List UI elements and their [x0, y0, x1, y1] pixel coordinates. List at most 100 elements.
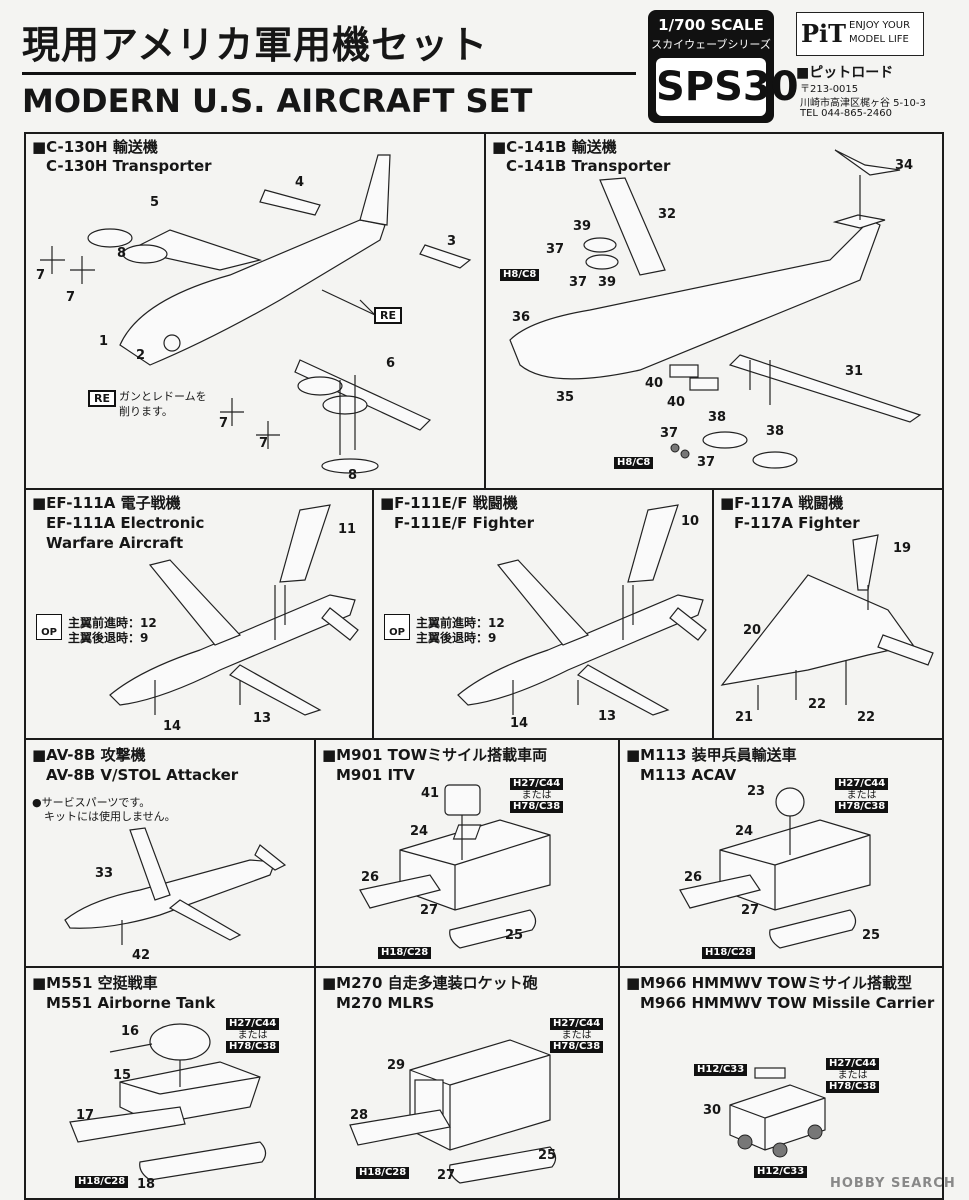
- f117-title-jp: ■F-117A 戦闘機: [720, 494, 844, 512]
- c141-paint-a-tag: H8/C8: [500, 269, 540, 281]
- frame-m966: [618, 966, 944, 1200]
- m270-part-25: 25: [538, 1148, 557, 1163]
- brand-logo-box: PiT ENJOY YOUR MODEL LIFE: [796, 12, 924, 56]
- c141-part-39a: 39: [573, 219, 592, 234]
- m901-paint-a: H27/C44: [510, 778, 564, 790]
- av8b-part-33: 33: [95, 866, 114, 881]
- c130-part-8a: 8: [117, 246, 127, 261]
- m270-drawing: [349, 1039, 557, 1184]
- f117-part-21: 21: [735, 710, 754, 725]
- title-en: MODERN U.S. AIRCRAFT SET: [22, 82, 533, 120]
- m113-title-jp: ■M113 装甲兵員輸送車: [626, 746, 797, 764]
- m270-paint-main: H27/C44 または H78/C38: [550, 1018, 604, 1053]
- f111-wing-back: 主翼後退時：9: [416, 631, 497, 645]
- m113-drawing: [679, 787, 871, 949]
- m966-drawing: [729, 1067, 826, 1158]
- m270-part-29: 29: [387, 1058, 406, 1073]
- series-text: スカイウェーブシリーズ: [651, 38, 771, 51]
- ef111-drawing: [109, 504, 359, 716]
- code-box: SPS30: [656, 58, 799, 116]
- c130-part-3: 3: [447, 234, 457, 249]
- c141-part-40b: 40: [667, 395, 686, 410]
- f111-op-badge: OP: [384, 614, 410, 640]
- title-jp: 現用アメリカ軍用機セット: [22, 23, 489, 67]
- m966-paint-a: H27/C44: [826, 1058, 880, 1070]
- m901-paint-c: H18/C28: [378, 947, 432, 959]
- m270-title-jp: ■M270 自走多連装ロケット砲: [322, 974, 538, 992]
- m270-paint-or: または: [561, 1029, 592, 1041]
- c130-part-7a: 7: [36, 268, 46, 283]
- m551-part-16: 16: [121, 1024, 140, 1039]
- m551-paint-a: H27/C44: [226, 1018, 280, 1030]
- c141-paint-b-tag: H8/C8: [614, 457, 654, 469]
- c130-part-1: 1: [99, 334, 109, 349]
- m551-paint-c: H18/C28: [75, 1176, 129, 1188]
- m966-paint-b: H78/C38: [826, 1081, 880, 1093]
- m551-part-18: 18: [137, 1177, 156, 1192]
- c130-re-mark-left: RE: [88, 390, 116, 407]
- m270-paint-a: H27/C44: [550, 1018, 604, 1030]
- m901-paint-or: または: [521, 789, 552, 801]
- c130-re-note-2: 削ります。: [119, 405, 173, 418]
- m113-paint-track: H18/C28: [702, 947, 756, 959]
- av8b-note-1: ●サービスパーツです。: [32, 796, 151, 809]
- m901-paint-track: H18/C28: [378, 947, 432, 959]
- m113-paint-b: H78/C38: [835, 801, 889, 813]
- ef111-title-en-1: EF-111A Electronic: [46, 514, 205, 532]
- c130-re-note-1: ガンとレドームを: [119, 390, 207, 403]
- c141-part-37b: 37: [569, 275, 588, 290]
- f117-part-22a: 22: [808, 697, 827, 712]
- c141-part-39b: 39: [598, 275, 617, 290]
- f111-title-en: F-111E/F Fighter: [394, 514, 535, 532]
- title-rule: [22, 72, 636, 75]
- c130-drawing: [40, 154, 472, 474]
- c141-drawing: [509, 149, 922, 469]
- m113-part-27: 27: [741, 903, 760, 918]
- av8b-note-2: キットには使用しません。: [44, 810, 176, 823]
- m901-part-24: 24: [410, 824, 429, 839]
- address: 川崎市高津区梶ヶ谷 5-10-3: [800, 98, 926, 109]
- c141-part-37d: 37: [697, 455, 716, 470]
- av8b-title-jp: ■AV-8B 攻撃機: [32, 746, 146, 764]
- f111-drawing: [457, 504, 707, 716]
- f111-wing-forward: 主翼前進時：12: [416, 616, 505, 630]
- f111-part-10: 10: [681, 514, 700, 529]
- watermark: HOBBY SEARCH: [830, 1176, 956, 1191]
- m551-part-15: 15: [113, 1068, 132, 1083]
- av8b-drawing: [64, 827, 287, 945]
- c130-part-2: 2: [136, 348, 146, 363]
- m966-paint-or: または: [837, 1069, 868, 1081]
- m551-drawing: [69, 1023, 267, 1181]
- m270-paint-c: H18/C28: [356, 1167, 410, 1179]
- m270-part-27: 27: [437, 1168, 456, 1183]
- ef111-part-11: 11: [338, 522, 357, 537]
- m551-paint-or: または: [237, 1029, 268, 1041]
- m966-paint-main: H27/C44 または H78/C38: [826, 1058, 880, 1093]
- m551-paint-track: H18/C28: [75, 1176, 129, 1188]
- m901-title-en: M901 ITV: [336, 766, 415, 784]
- m113-part-25: 25: [862, 928, 881, 943]
- c130-part-4: 4: [295, 175, 305, 190]
- ef111-title-en-2: Warfare Aircraft: [46, 534, 184, 552]
- m966-title-en: M966 HMMWV TOW Missile Carrier: [640, 994, 935, 1012]
- c130-re-mark-right: RE: [374, 307, 402, 324]
- m966-paint-c: H12/C33: [694, 1064, 748, 1076]
- ef111-part-14: 14: [163, 719, 182, 734]
- m966-paint-left: H12/C33: [694, 1064, 748, 1076]
- m113-paint-c: H18/C28: [702, 947, 756, 959]
- c141-part-37a: 37: [546, 242, 565, 257]
- c130-part-7c: 7: [219, 416, 229, 431]
- f117-part-20: 20: [743, 623, 762, 638]
- m966-title-jp: ■M966 HMMWV TOWミサイル搭載型: [626, 974, 912, 992]
- c141-part-35: 35: [556, 390, 575, 405]
- m113-paint-a: H27/C44: [835, 778, 889, 790]
- f117-title-en: F-117A Fighter: [734, 514, 860, 532]
- c141-title-jp: ■C-141B 輸送機: [492, 138, 617, 156]
- m113-part-24: 24: [735, 824, 754, 839]
- m901-drawing: [359, 784, 551, 949]
- m270-paint-track: H18/C28: [356, 1167, 410, 1179]
- c141-part-38b: 38: [766, 424, 785, 439]
- c141-part-37c: 37: [660, 426, 679, 441]
- m551-title-en: M551 Airborne Tank: [46, 994, 216, 1012]
- c141-part-40a: 40: [645, 376, 664, 391]
